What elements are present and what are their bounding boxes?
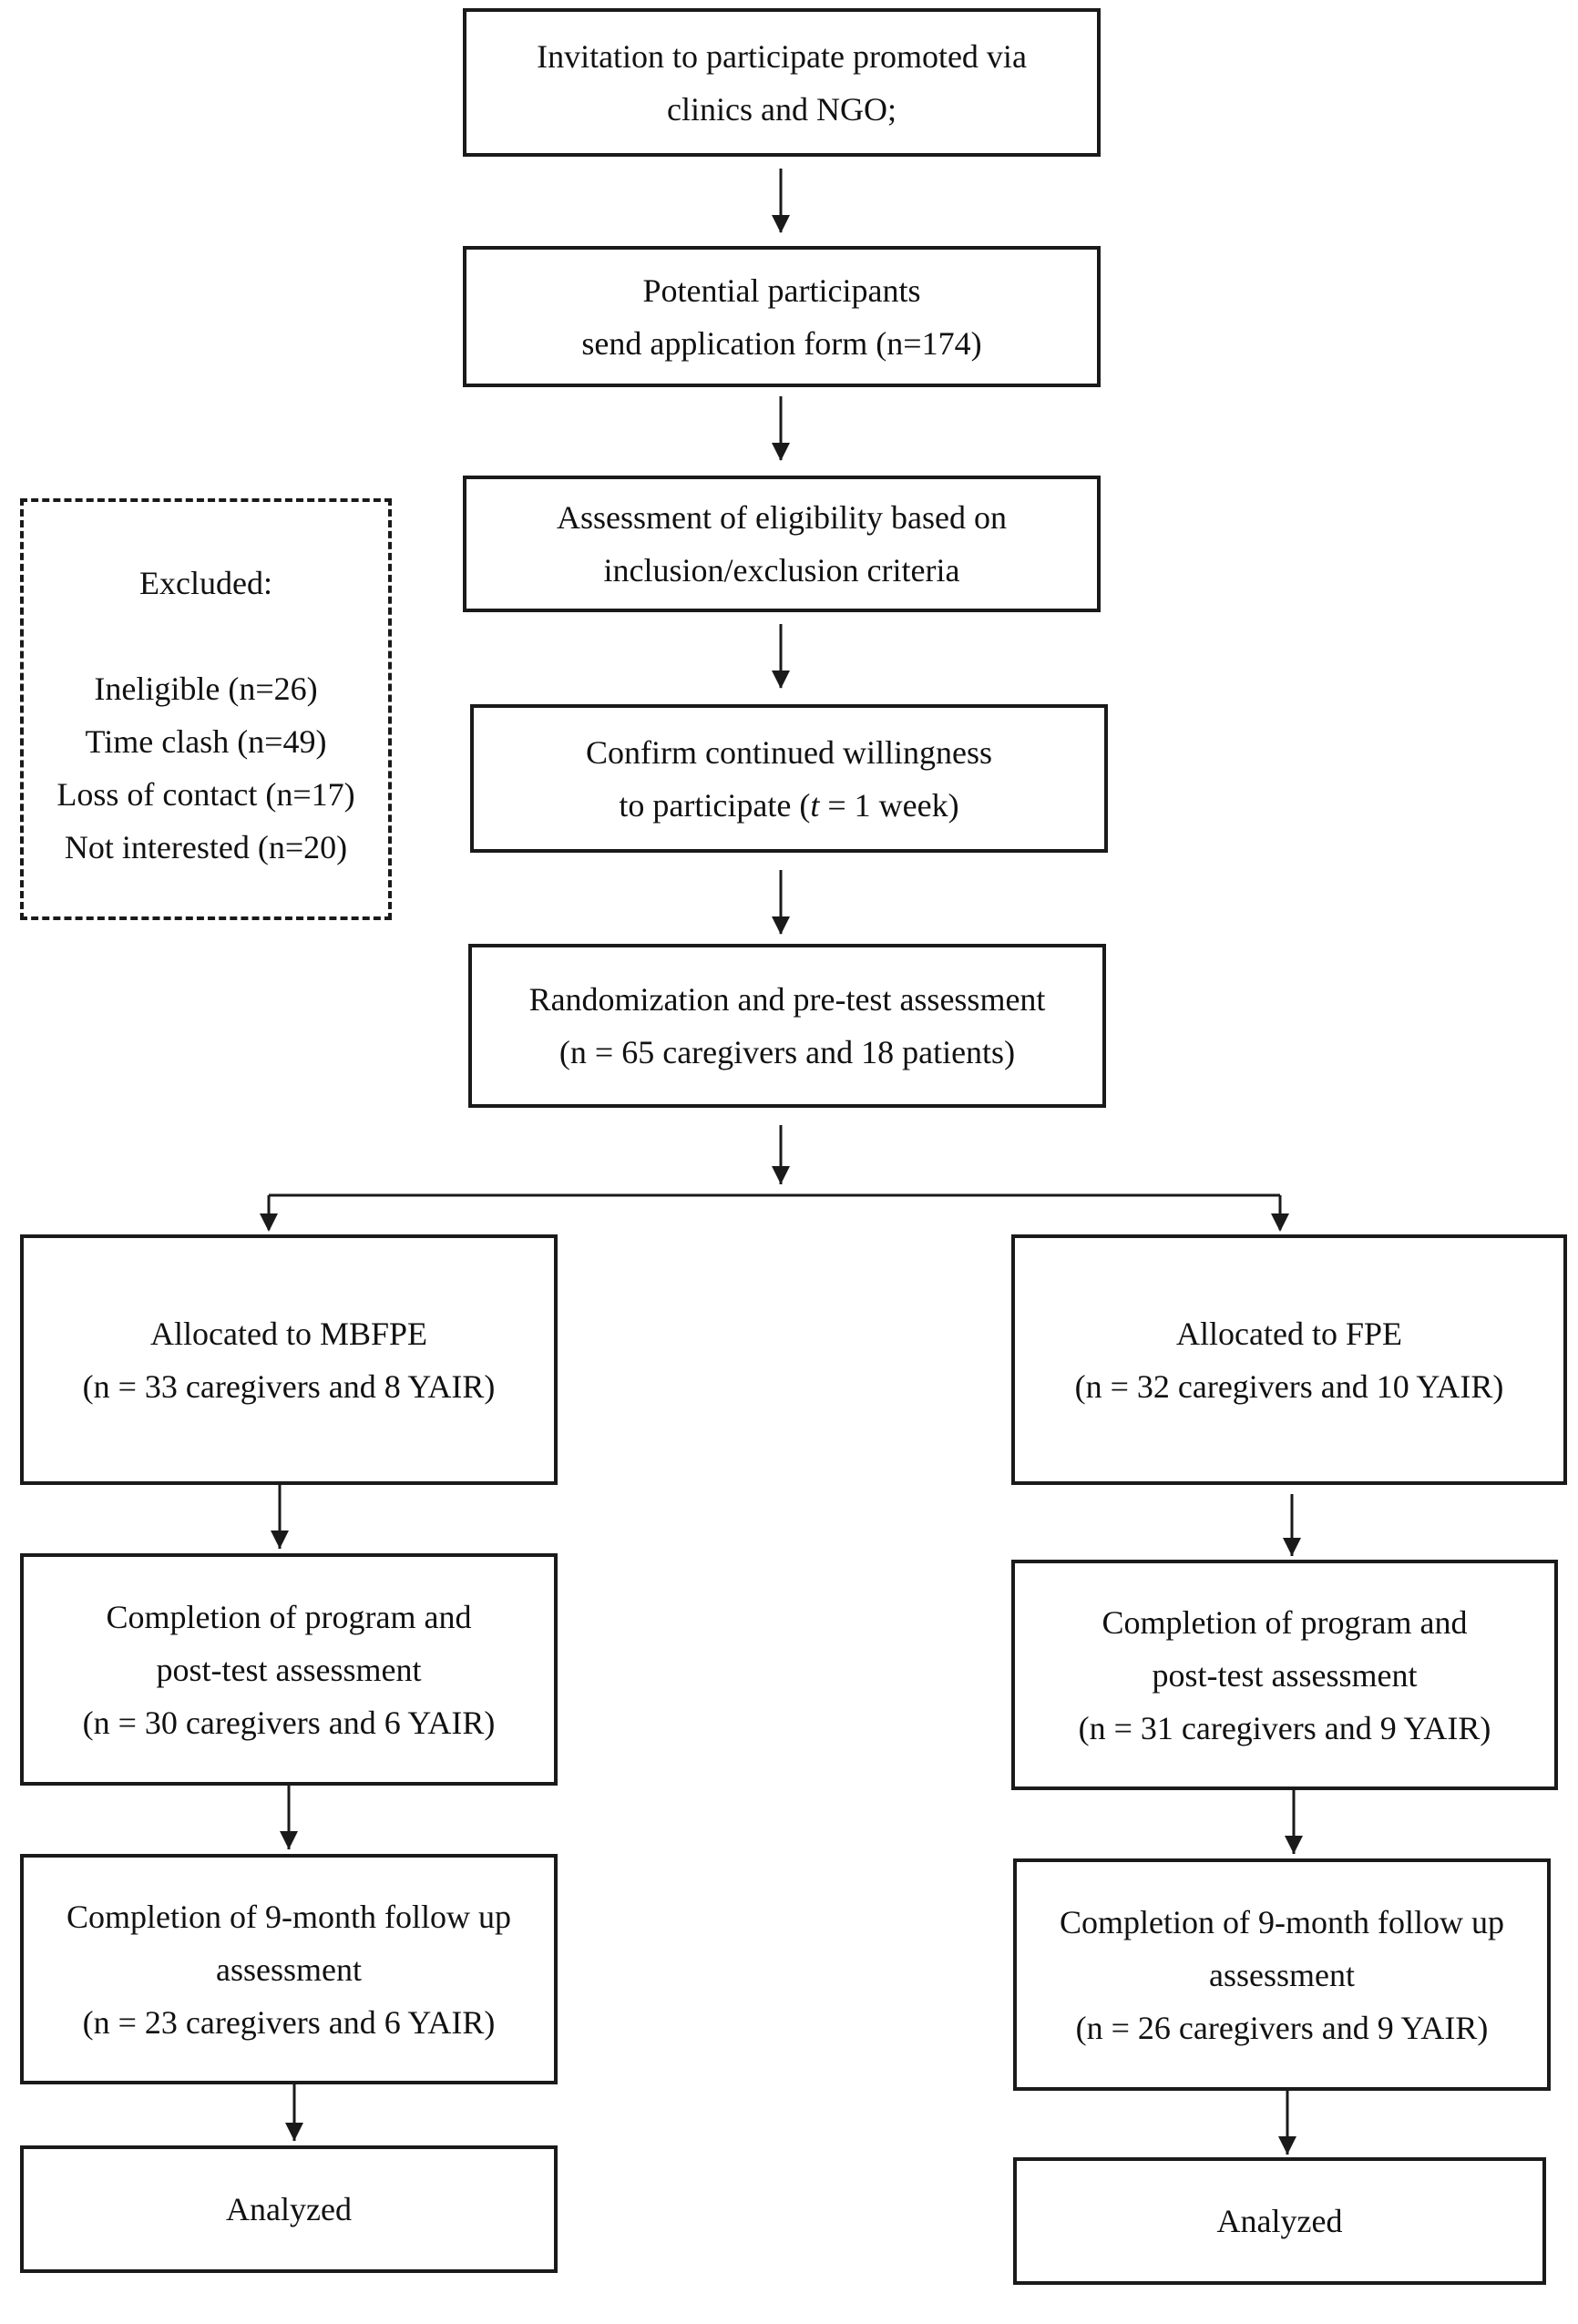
left-analyzed-box: Analyzed bbox=[20, 2145, 558, 2273]
right-completion-line-2: post-test assessment bbox=[1152, 1656, 1418, 1694]
right-allocated-box: Allocated to FPE (n = 32 caregivers and … bbox=[1011, 1234, 1567, 1485]
left-followup-line-1: Completion of 9-month follow up bbox=[67, 1898, 511, 1935]
application-line-2: send application form (n=174) bbox=[581, 324, 982, 362]
right-completion-line-3: (n = 31 caregivers and 9 YAIR) bbox=[1078, 1709, 1491, 1746]
right-allocated-line-2: (n = 32 caregivers and 10 YAIR) bbox=[1074, 1367, 1504, 1405]
confirm-line-2-pre: to participate ( bbox=[619, 786, 811, 824]
excluded-item: Ineligible (n=26) bbox=[94, 671, 318, 707]
arrowhead bbox=[280, 1831, 298, 1849]
left-completion-line-1: Completion of program and bbox=[106, 1598, 472, 1635]
left-followup-box: Completion of 9-month follow up assessme… bbox=[20, 1854, 558, 2084]
confirm-line-2: to participate (t = 1 week) bbox=[619, 779, 958, 832]
application-line-1: Potential participants bbox=[642, 271, 921, 309]
arrowhead bbox=[772, 671, 790, 689]
left-followup-line-3: (n = 23 caregivers and 6 YAIR) bbox=[82, 2003, 496, 2041]
left-followup-line-2: assessment bbox=[216, 1950, 362, 1988]
excluded-item: Time clash (n=49) bbox=[85, 723, 327, 760]
arrowhead bbox=[1278, 2136, 1296, 2155]
arrowhead bbox=[260, 1213, 278, 1232]
application-box: Potential participants send application … bbox=[463, 246, 1101, 387]
excluded-item: Loss of contact (n=17) bbox=[56, 776, 355, 813]
arrowhead bbox=[1271, 1213, 1289, 1232]
randomization-line-2: (n = 65 caregivers and 18 patients) bbox=[558, 1034, 1016, 1070]
arrowhead bbox=[285, 2123, 303, 2141]
right-completion-line-1: Completion of program and bbox=[1102, 1603, 1468, 1641]
right-analyzed-label: Analyzed bbox=[1216, 2203, 1343, 2239]
eligibility-line-1: Assessment of eligibility based on bbox=[557, 499, 1007, 536]
right-analyzed-box: Analyzed bbox=[1013, 2157, 1546, 2285]
left-analyzed-label: Analyzed bbox=[226, 2191, 352, 2227]
confirm-line-2-post: = 1 week) bbox=[819, 786, 959, 824]
excluded-item: Not interested (n=20) bbox=[64, 829, 348, 865]
left-allocated-box: Allocated to MBFPE (n = 33 caregivers an… bbox=[20, 1234, 558, 1485]
left-allocated-line-1: Allocated to MBFPE bbox=[150, 1315, 427, 1352]
left-allocated-line-2: (n = 33 caregivers and 8 YAIR) bbox=[82, 1367, 496, 1405]
excluded-title: Excluded: bbox=[139, 565, 272, 601]
left-completion-line-3: (n = 30 caregivers and 6 YAIR) bbox=[82, 1704, 496, 1741]
arrowhead bbox=[1285, 1836, 1303, 1854]
excluded-box: Excluded: Ineligible (n=26) Time clash (… bbox=[20, 498, 392, 920]
invitation-box: Invitation to participate promoted via c… bbox=[463, 8, 1101, 157]
arrowhead bbox=[772, 1166, 790, 1184]
right-followup-box: Completion of 9-month follow up assessme… bbox=[1013, 1858, 1551, 2091]
arrowhead bbox=[772, 443, 790, 461]
randomization-box: Randomization and pre-test assessment (n… bbox=[468, 944, 1106, 1108]
right-allocated-line-1: Allocated to FPE bbox=[1176, 1315, 1402, 1352]
arrowhead bbox=[772, 215, 790, 233]
invitation-line-1: Invitation to participate promoted via bbox=[537, 37, 1027, 75]
confirm-line-1: Confirm continued willingness bbox=[586, 733, 992, 771]
randomization-line-1: Randomization and pre-test assessment bbox=[528, 981, 1046, 1018]
eligibility-line-2: inclusion/exclusion criteria bbox=[603, 552, 960, 589]
left-completion-box: Completion of program and post-test asse… bbox=[20, 1553, 558, 1786]
left-completion-line-2: post-test assessment bbox=[156, 1651, 422, 1688]
right-followup-line-3: (n = 26 caregivers and 9 YAIR) bbox=[1075, 2009, 1489, 2046]
confirm-time-variable: t bbox=[810, 786, 820, 824]
right-followup-line-2: assessment bbox=[1209, 1956, 1355, 1993]
arrowhead bbox=[1283, 1538, 1301, 1556]
confirm-box: Confirm continued willingness to partici… bbox=[470, 704, 1108, 853]
right-followup-line-1: Completion of 9-month follow up bbox=[1060, 1903, 1504, 1940]
invitation-line-2: clinics and NGO; bbox=[667, 90, 897, 128]
eligibility-box: Assessment of eligibility based on inclu… bbox=[463, 476, 1101, 612]
right-completion-box: Completion of program and post-test asse… bbox=[1011, 1560, 1558, 1790]
arrowhead bbox=[772, 916, 790, 935]
arrowhead bbox=[271, 1531, 289, 1549]
